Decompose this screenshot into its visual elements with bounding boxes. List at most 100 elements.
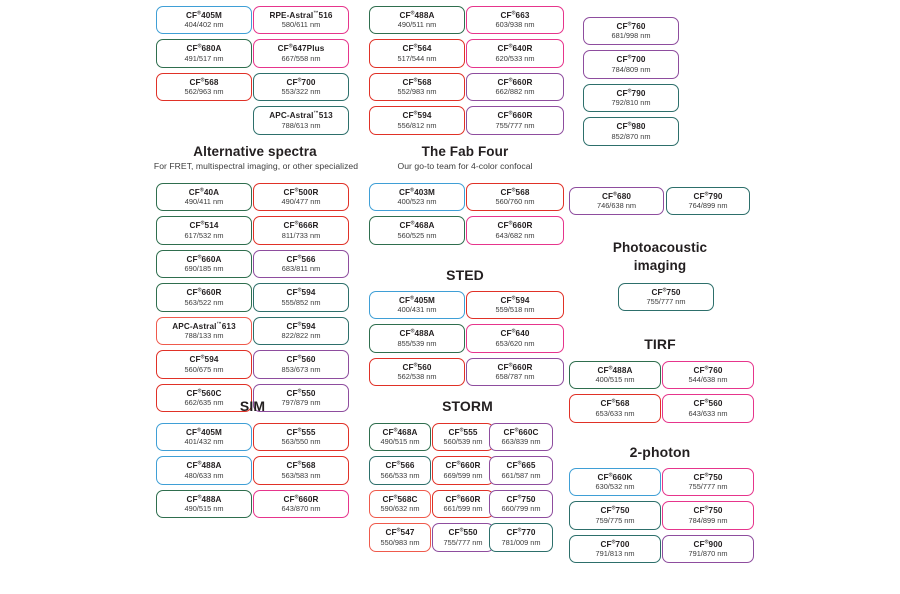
dye-spectra: 784/899 nm <box>688 515 728 525</box>
dye-spectra: 643/633 nm <box>688 408 728 418</box>
dye-name: RPE-Astral™516 <box>269 10 333 20</box>
dye-spectra: 759/775 nm <box>595 515 635 525</box>
dye-spectra: 404/402 nm <box>184 20 224 30</box>
section-subtitle-alternative-spectra: For FRET, multispectral imaging, or othe… <box>153 161 359 171</box>
dye-name: CF®555 <box>286 427 316 437</box>
dye-name: CF®594 <box>286 287 316 298</box>
dye-name: CF®568 <box>286 460 316 471</box>
dye-spectra: 556/812 nm <box>397 120 437 130</box>
dye-spectra: 853/673 nm <box>281 364 321 374</box>
dye-spectra: 603/938 nm <box>495 20 535 30</box>
dye-spectra: 663/839 nm <box>501 437 541 447</box>
dye-name: CF®750 <box>651 287 681 297</box>
dye-spectra: 660/799 nm <box>501 504 541 514</box>
dye-spectra: 400/523 nm <box>397 197 437 207</box>
dye-name: CF®660R <box>186 287 222 298</box>
dye-name: CF®405M <box>186 427 222 437</box>
dye-spectra: 661/599 nm <box>443 504 483 514</box>
dye-name: CF®555 <box>448 427 478 437</box>
dye-spectra: 630/532 nm <box>595 482 635 492</box>
dye-name: CF®566 <box>385 460 415 471</box>
dye-name: CF®500R <box>283 187 319 197</box>
